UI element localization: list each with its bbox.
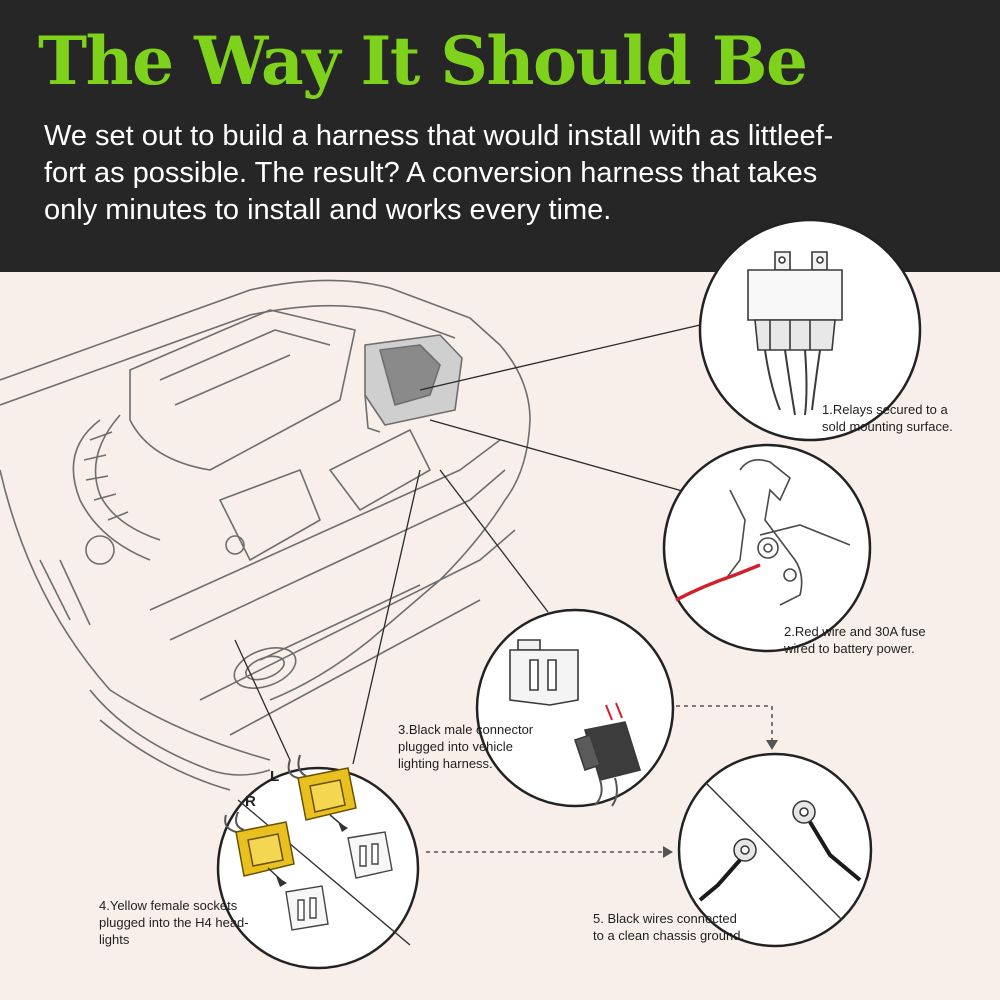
callout-male-connector: 3.Black male connector plugged into vehi… bbox=[398, 721, 533, 772]
callout-line: plugged into vehicle bbox=[398, 739, 513, 754]
battery-terminal-detail-circle bbox=[662, 443, 872, 653]
callout-line: 4.Yellow female sockets bbox=[99, 898, 238, 913]
h4-connector-icon bbox=[509, 639, 642, 807]
red-fuse-wire bbox=[675, 563, 761, 602]
intro-line: fort as possible. The result? A conversi… bbox=[44, 157, 818, 189]
yellow-socket-icon bbox=[287, 754, 357, 821]
callout-line: plugged into the H4 head- bbox=[99, 915, 249, 930]
headline: The Way It Should Be bbox=[38, 22, 808, 100]
callout-ground-wires: 5. Black wires connected to a clean chas… bbox=[593, 910, 744, 944]
arrow-head-icon bbox=[766, 740, 778, 750]
ground-ring-terminal-icon bbox=[698, 800, 862, 902]
callout-line: sold mounting surface. bbox=[822, 419, 953, 434]
callout-line: 1.Relays secured to a bbox=[822, 402, 948, 417]
relay-icon bbox=[747, 251, 843, 416]
male-connector-detail-circle bbox=[475, 608, 675, 808]
yellow-socket-icon bbox=[224, 811, 295, 877]
yellow-sockets-detail-circle: R L bbox=[216, 754, 420, 970]
arrow-head-icon bbox=[663, 846, 673, 858]
ground-wires-detail-circle bbox=[677, 752, 873, 948]
callout-red-wire-fuse: 2.Red wire and 30A fuse wired to battery… bbox=[784, 623, 926, 657]
intro-text: We set out to build a harness that would… bbox=[44, 118, 944, 229]
header-banner: The Way It Should Be We set out to build… bbox=[0, 0, 1000, 272]
callout-leader-lines bbox=[234, 324, 701, 765]
headlight-plug-icon bbox=[285, 831, 393, 931]
battery-terminal-icon bbox=[724, 459, 851, 606]
car-engine-bay-illustration bbox=[0, 279, 531, 791]
callout-line: 5. Black wires connected bbox=[593, 911, 737, 926]
callout-line: wired to battery power. bbox=[784, 641, 915, 656]
callout-line: 2.Red wire and 30A fuse bbox=[784, 624, 926, 639]
callout-line: lights bbox=[99, 932, 130, 947]
dashed-arrows bbox=[426, 705, 773, 853]
socket-label-right: R bbox=[245, 793, 256, 810]
relay-detail-circle bbox=[698, 218, 922, 442]
callout-yellow-sockets: 4.Yellow female sockets plugged into the… bbox=[99, 897, 249, 948]
callout-line: 3.Black male connector bbox=[398, 722, 534, 737]
intro-line: only minutes to install and works every … bbox=[44, 194, 612, 226]
intro-line: We set out to build a harness that would… bbox=[44, 120, 834, 152]
socket-label-left: L bbox=[270, 768, 279, 785]
callout-line: to a clean chassis ground. bbox=[593, 928, 745, 943]
callout-line: lighting harness. bbox=[398, 756, 493, 771]
callout-relays: 1.Relays secured to a sold mounting surf… bbox=[822, 401, 953, 435]
